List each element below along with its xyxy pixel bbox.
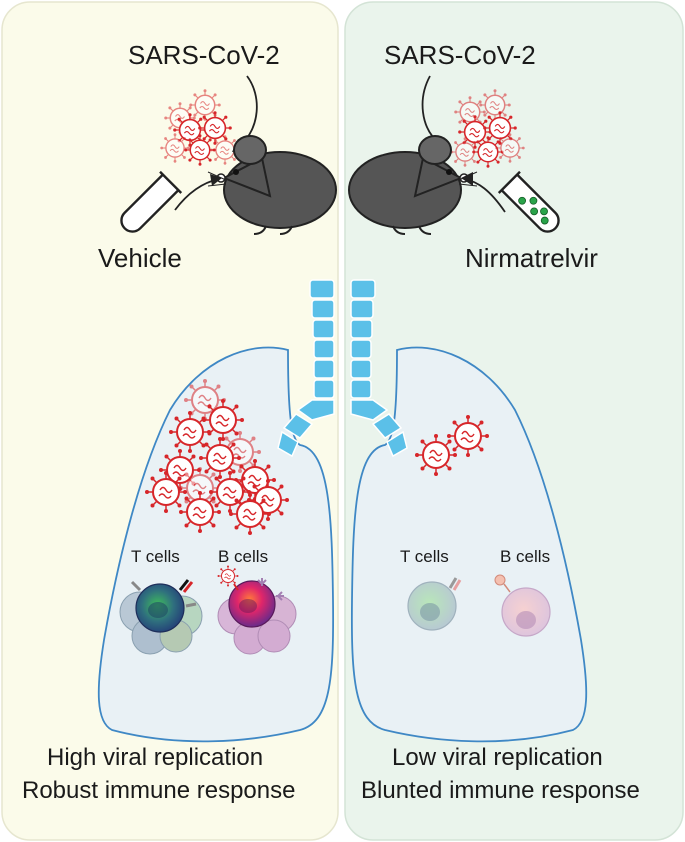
left-t-cells-label: T cells [131,547,180,566]
right-lung [350,346,588,743]
left-virus-label: SARS-CoV-2 [128,40,280,70]
left-summary-line2: Robust immune response [22,777,295,804]
right-summary-line1: Low viral replication [392,744,603,771]
vehicle-tube-icon [120,170,183,233]
right-t-cell [407,577,462,631]
nirmatrelvir-arrow-head [461,172,473,186]
drug-pill-icon [518,196,549,225]
vehicle-arrow-head [210,174,222,186]
right-virus-label: SARS-CoV-2 [384,40,536,70]
nirmatrelvir-tube-icon [497,170,560,233]
nirmatrelvir-label: Nirmatrelvir [465,243,598,273]
right-b-cell [494,574,551,637]
left-b-cells-label: B cells [218,547,268,566]
right-b-cells-label: B cells [500,547,550,566]
vehicle-label: Vehicle [98,243,182,273]
trachea-left [277,279,335,458]
left-mouse-icon [207,135,337,235]
left-t-cell-cluster [119,579,203,655]
right-t-cells-label: T cells [400,547,449,566]
left-summary-line1: High viral replication [47,744,263,771]
right-mouse-icon [348,135,478,235]
trachea-right [350,279,408,458]
right-summary-line2: Blunted immune response [361,777,640,804]
left-b-cell-cluster [217,565,297,655]
